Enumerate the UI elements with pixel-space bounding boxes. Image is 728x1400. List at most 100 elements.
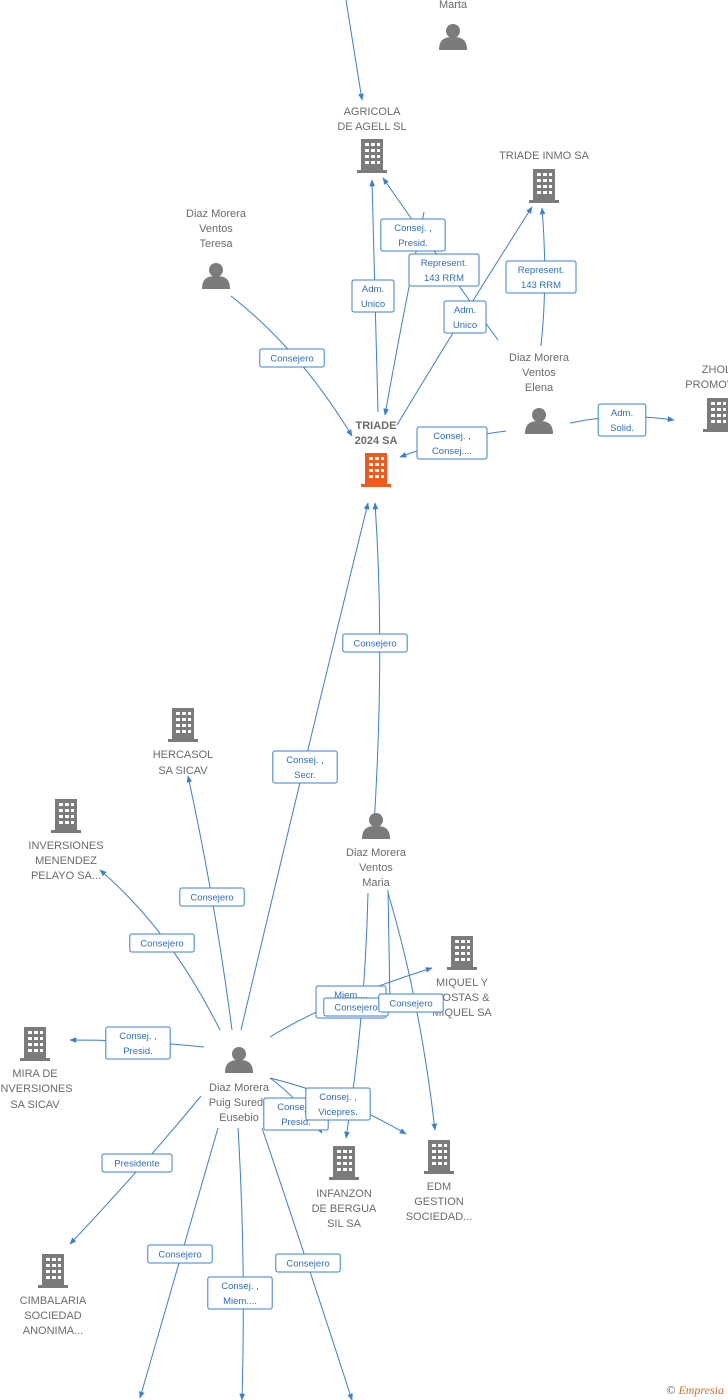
node-label: SIL SA	[327, 1218, 361, 1230]
node-label: Maria	[362, 877, 390, 889]
node-label: DE BERGUA	[312, 1203, 377, 1215]
node-label: Ventos	[522, 367, 556, 379]
node-label: Diaz Morera	[346, 847, 407, 859]
node-label: 2024 SA	[355, 435, 398, 447]
node-label: Marta	[439, 0, 468, 11]
edge-label-text: Consejero	[270, 354, 313, 365]
edge-label-text: Secr.	[294, 770, 316, 781]
edge-label-maria-to-infanzon[interactable]: Consejero	[378, 993, 444, 1013]
node-mira[interactable]: MIRA DE INVERSIONES SA SICAV	[0, 1027, 73, 1111]
edge-label-eusebio-to-triade2024[interactable]: Consej. ,Secr.	[272, 750, 338, 784]
edge-label-text: Adm.	[362, 284, 384, 295]
edge-label-eusebio-to-inv_menendez[interactable]: Consejero	[129, 933, 195, 953]
node-label: Diaz Morera	[186, 208, 247, 220]
brand-name: Empresia	[678, 1383, 724, 1397]
node-triade_inmo[interactable]: TRIADE INMO SA	[499, 150, 590, 203]
edge-label-box	[378, 993, 444, 1013]
node-label: Puig Sureda	[209, 1097, 270, 1109]
edge-label-text: Consej. ,	[433, 431, 471, 442]
edge-label-elena-to-triade_inmo[interactable]: Represent. 143 RRM	[505, 260, 577, 294]
building-icon	[529, 169, 559, 203]
edge-label-elena-to-agricola[interactable]: Represent.143 RRM	[408, 253, 480, 287]
edge-label-text: Adm.	[454, 305, 476, 316]
edge-label-text: Presidente	[114, 1159, 159, 1170]
copyright-symbol: ©	[666, 1383, 676, 1397]
edge-label-elena-to-triade2024[interactable]: Consej. ,Consej....	[416, 426, 488, 460]
edge-label-box	[597, 403, 647, 437]
edge-label-eusebio-to-offscreen_b[interactable]: Consej. ,Miem....	[207, 1276, 273, 1310]
node-label: Teresa	[199, 238, 233, 250]
node-label: SA SICAV	[10, 1099, 60, 1111]
edge-label-text: Consej. ,	[119, 1031, 157, 1042]
node-label: INVERSIONES	[28, 840, 103, 852]
edge-label-box	[179, 887, 245, 907]
edge-label-eusebio-to-cimbalaria[interactable]: Presidente	[101, 1153, 173, 1173]
footer-brand[interactable]: © Empresia	[666, 1383, 724, 1398]
node-label: Elena	[525, 382, 554, 394]
node-label: ANONIMA...	[23, 1325, 84, 1337]
edge-label-box	[305, 1087, 371, 1121]
edges-layer	[69, 0, 675, 1400]
node-triade2024[interactable]: TRIADE 2024 SA	[355, 420, 398, 487]
edge-label-box	[147, 1244, 213, 1264]
edge-label-eusebio-to-edm[interactable]: Consej. ,Vicepres.	[305, 1087, 371, 1121]
edge-label-text: Presid.	[398, 238, 428, 249]
edge-label-box	[129, 933, 195, 953]
edge-label-eusebio-to-hercasol[interactable]: Consejero	[179, 887, 245, 907]
edge-label-box	[272, 750, 338, 784]
edge-label-triade2024-to-agricola[interactable]: Adm.Unico	[351, 279, 395, 313]
edge-label-maria-to-triade2024[interactable]: Consejero	[342, 633, 408, 653]
edge-label-text: Consejero	[389, 999, 432, 1010]
edge-label-eusebio-to-offscreen_a[interactable]: Consejero	[147, 1244, 213, 1264]
edge-label-text: Presid.	[123, 1046, 153, 1057]
node-label: INVERSIONES	[0, 1083, 73, 1095]
edge-label-box	[259, 348, 325, 368]
node-label: PELAYO SA...	[31, 870, 101, 882]
edge-label-box	[443, 300, 487, 334]
edge-label-text: Consej. ,	[394, 223, 432, 234]
edge-label-box	[416, 426, 488, 460]
node-label: MIQUEL SA	[432, 1007, 492, 1019]
node-label: TRIADE INMO SA	[499, 150, 590, 162]
edge-label-text: 143 RRM	[521, 280, 561, 291]
edge-label-eusebio-to-mira[interactable]: Consej. , Presid.	[105, 1026, 171, 1060]
node-label: Ventos	[359, 862, 393, 874]
person-icon	[225, 1047, 253, 1073]
edge-label-text: Unico	[453, 320, 477, 331]
edge-label-elena-to-zholi[interactable]: Adm.Solid.	[597, 403, 647, 437]
person-icon	[439, 24, 467, 50]
node-label: Eusebio	[219, 1112, 259, 1124]
edge-label-text: Consejero	[353, 639, 396, 650]
node-label: GESTION	[414, 1196, 464, 1208]
edge-label-text: Solid.	[610, 423, 634, 434]
edge-label-box	[505, 260, 577, 294]
node-edm[interactable]: EDM GESTION SOCIEDAD...	[406, 1140, 473, 1223]
edge-label-text: Represent.	[518, 265, 564, 276]
edge-label-text: Consejero	[334, 1003, 377, 1014]
person-icon	[525, 408, 553, 434]
node-label: MIRA DE	[12, 1068, 57, 1080]
node-label: EDM	[427, 1181, 451, 1193]
building-icon	[51, 799, 81, 833]
edge-label-triade2024-to-triade_inmo[interactable]: Adm. Unico	[443, 300, 487, 334]
node-label: Ventos	[199, 223, 233, 235]
node-label: TRIADE	[356, 420, 397, 432]
building-icon	[168, 708, 198, 742]
edge-label-marta-to-triade2024[interactable]: Consej. , Presid.	[380, 218, 446, 252]
node-label: PROMOVE...	[685, 379, 728, 391]
edge-label-eusebio-to-offscreen_c[interactable]: Consejero	[275, 1253, 341, 1273]
node-label: SOCIEDAD...	[406, 1211, 473, 1223]
node-zholi[interactable]: ZHOLIPROMOVE...	[685, 364, 728, 432]
node-marta[interactable]: Marta	[439, 0, 468, 50]
edge-label-teresa-to-triade2024[interactable]: Consejero	[259, 348, 325, 368]
node-cimbalaria[interactable]: CIMBALARIASOCIEDADANONIMA...	[20, 1254, 87, 1337]
